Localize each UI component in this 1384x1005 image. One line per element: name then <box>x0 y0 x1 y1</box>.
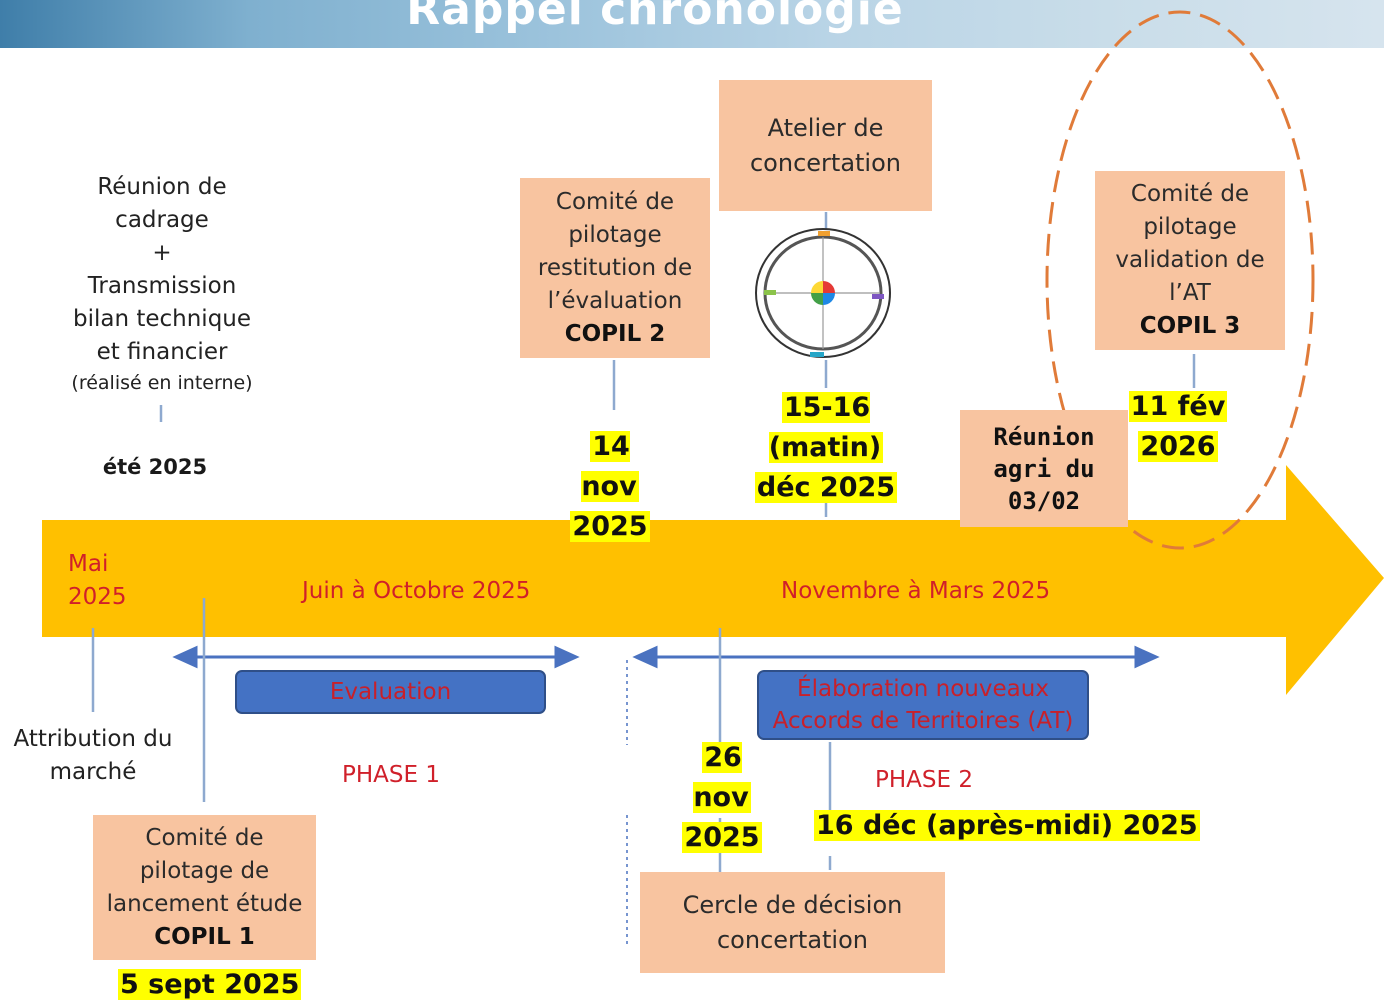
elaboration-line2: Accords de Territoires (AT) <box>772 708 1074 734</box>
cercle-date-line1: 26 nov <box>693 742 751 813</box>
cadrage-line: bilan technique <box>72 306 252 332</box>
attribution-line1: Attribution du <box>13 726 173 752</box>
atelier-box: Atelier de concertation <box>719 80 932 211</box>
atelier-line: Atelier de <box>767 113 884 142</box>
cadrage-line: Réunion de <box>97 174 227 200</box>
header-banner <box>0 0 1384 48</box>
arrow-mai-line: Mai <box>68 551 109 577</box>
copil3-line: validation de <box>1115 247 1265 273</box>
copil3-line: pilotage <box>1143 214 1237 240</box>
reunion-agri-line: Réunion <box>993 422 1095 451</box>
reunion-agri-line: 03/02 <box>1007 486 1081 515</box>
cercle-date-line3: 16 déc (après-midi) 2025 <box>814 810 1200 841</box>
copil2-label: COPIL 2 <box>564 320 666 347</box>
arrow-mai-line: 2025 <box>68 584 127 610</box>
cercle-date-2: 16 déc (après-midi) 2025 <box>814 806 1200 846</box>
elaboration-line1: Élaboration nouveaux <box>797 676 1049 702</box>
copil2-box: Comité de pilotage restitution de l’éval… <box>520 178 710 358</box>
copil1-line: lancement étude <box>106 890 303 917</box>
cadrage-date: été 2025 <box>102 455 208 479</box>
cadrage-line: et financier <box>96 339 228 365</box>
atelier-date-line2: déc 2025 <box>754 472 898 503</box>
attribution-line2: marché <box>49 759 137 785</box>
cercle-date-line2: 2025 <box>682 822 762 853</box>
phase2-label: PHASE 2 <box>875 767 973 793</box>
attribution-text: Attribution du marché <box>5 723 181 789</box>
copil3-line: Comité de <box>1130 181 1250 207</box>
atelier-date-line1: 15-16 (matin) <box>768 392 884 463</box>
cercle-box: Cercle de décision concertation <box>640 872 945 973</box>
page-title: Rappel chronologie <box>406 0 904 35</box>
copil3-date-line1: 11 fév <box>1128 391 1228 422</box>
atelier-line: concertation <box>749 148 901 177</box>
cercle-line1: Cercle de décision <box>682 890 903 919</box>
copil3-line: l’AT <box>1169 280 1211 306</box>
copil1-line: Comité de <box>145 824 264 851</box>
copil1-date-text: 5 sept 2025 <box>118 969 302 1000</box>
copil3-date: 11 fév 2026 <box>1126 387 1230 467</box>
copil1-line: pilotage de <box>139 857 270 884</box>
arrow-period1-label: Juin à Octobre 2025 <box>302 578 531 604</box>
copil3-date-line2: 2026 <box>1138 431 1218 462</box>
evaluation-label: Evaluation <box>329 679 452 705</box>
copil2-line: l’évaluation <box>547 287 683 314</box>
copil1-label: COPIL 1 <box>154 923 255 950</box>
cadrage-line: Transmission <box>87 273 237 299</box>
copil2-date: 14 nov 2025 <box>560 427 660 547</box>
cadrage-line: cadrage <box>115 207 209 233</box>
cadrage-note: (réalisé en interne) <box>71 372 253 394</box>
cadrage-line: + <box>152 240 172 266</box>
copil1-date: 5 sept 2025 <box>118 965 302 1005</box>
copil2-line: Comité de <box>555 188 675 215</box>
arrow-period2-label: Novembre à Mars 2025 <box>781 578 1051 604</box>
copil2-date-line1: 14 nov <box>581 431 639 502</box>
reunion-agri-line: agri du <box>993 454 1095 483</box>
cercle-date: 26 nov 2025 <box>672 738 772 858</box>
reunion-agri-box: Réunion agri du 03/02 <box>960 410 1128 527</box>
elaboration-pill: Élaboration nouveaux Accords de Territoi… <box>757 670 1089 740</box>
concertation-wheel-icon <box>755 228 891 358</box>
arrow-mai-label: Mai 2025 <box>68 548 127 614</box>
phase1-label: PHASE 1 <box>342 762 440 788</box>
evaluation-pill: Evaluation <box>235 670 546 714</box>
copil3-box: Comité de pilotage validation de l’AT CO… <box>1095 171 1285 350</box>
copil2-line: pilotage <box>568 221 662 248</box>
copil2-date-line2: 2025 <box>570 511 650 542</box>
cadrage-text: Réunion de cadrage + Transmission bilan … <box>40 171 284 397</box>
cercle-line2: concertation <box>716 925 868 954</box>
copil2-line: restitution de <box>537 254 693 281</box>
atelier-date: 15-16 (matin) déc 2025 <box>726 388 926 508</box>
copil3-label: COPIL 3 <box>1139 313 1241 339</box>
copil1-box: Comité de pilotage de lancement étude CO… <box>93 815 316 960</box>
